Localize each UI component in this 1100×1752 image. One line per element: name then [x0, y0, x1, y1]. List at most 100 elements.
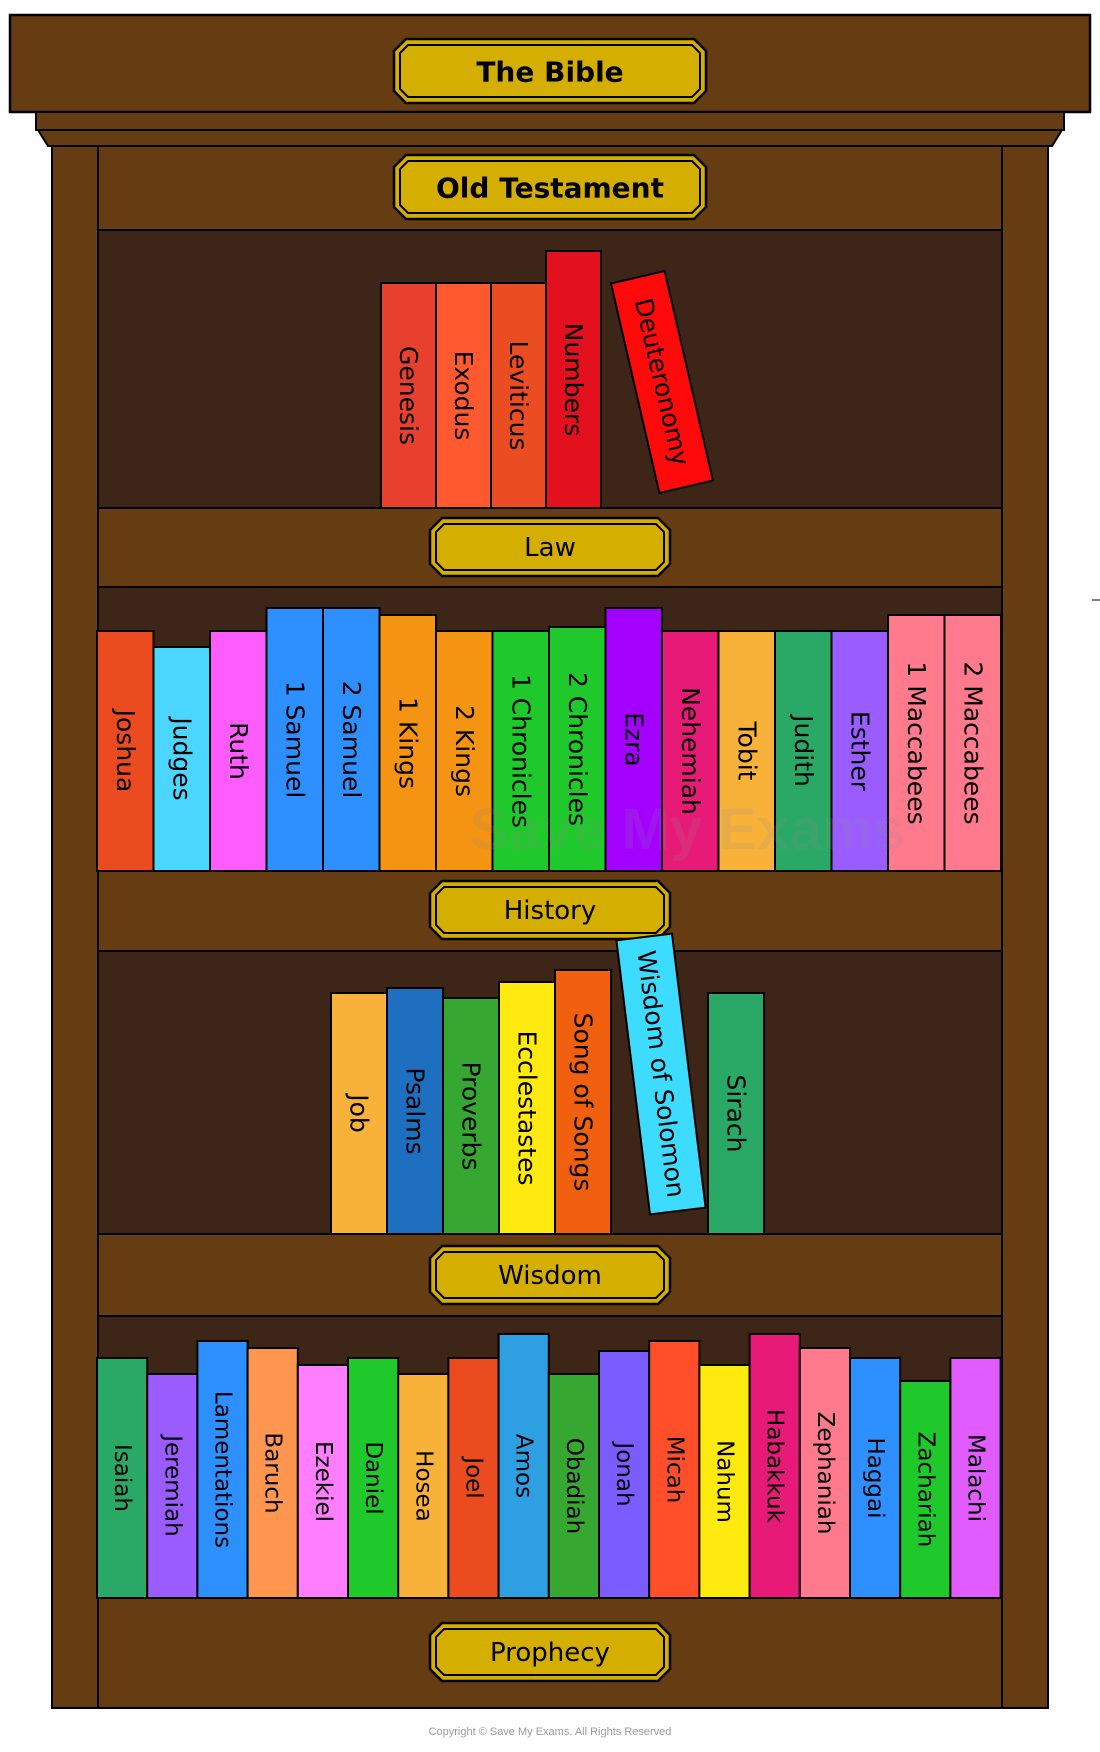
book-spine — [435, 282, 492, 509]
book-zachariah: Zachariah — [899, 1380, 952, 1599]
book-sirach: Sirach — [707, 992, 765, 1235]
book-spine — [661, 630, 720, 872]
book-spine — [830, 630, 889, 872]
book-spine — [209, 630, 268, 872]
plaque-label: Old Testament — [436, 172, 664, 205]
book-title: Ezra — [619, 712, 648, 767]
book-title: Esther — [845, 711, 874, 792]
book-title: Habakkuk — [762, 1409, 788, 1524]
book-spine — [604, 607, 663, 872]
book-title: Micah — [661, 1436, 687, 1504]
book-spine — [943, 614, 1002, 872]
book-ruth: Ruth — [209, 630, 268, 872]
book-esther: Esther — [830, 630, 889, 872]
book-title: Exodus — [449, 351, 478, 441]
book-daniel: Daniel — [347, 1357, 400, 1599]
book-title: Jonah — [611, 1440, 637, 1506]
book-title: Joel — [461, 1455, 487, 1498]
right-post — [1001, 145, 1049, 1709]
book-spine — [96, 1357, 149, 1599]
book-title: Haggai — [862, 1437, 888, 1518]
book-song-of-songs: Song of Songs — [554, 969, 612, 1235]
title-plaque: The Bible — [392, 37, 708, 105]
book-spine — [152, 646, 211, 872]
book-title: Jeremiah — [159, 1433, 185, 1537]
book-title: Malachi — [963, 1434, 989, 1522]
book-title: 1 Chronicles — [506, 674, 535, 828]
book-spine — [648, 1340, 701, 1599]
plaque-inner — [435, 1628, 665, 1676]
book-spine — [196, 1340, 249, 1599]
book-2-samuel: 2 Samuel — [322, 607, 381, 872]
book-spine — [96, 630, 155, 872]
book-title: 1 Maccabees — [902, 661, 931, 824]
book-title: 2 Chronicles — [563, 672, 592, 826]
book-joel: Joel — [447, 1357, 500, 1599]
category-plaque-history: History — [428, 879, 672, 941]
book-spine — [554, 969, 612, 1235]
book-spine — [609, 269, 715, 495]
book-spine — [246, 1347, 299, 1599]
book-spine — [498, 981, 556, 1235]
book-2-chronicles: 2 Chronicles — [548, 626, 607, 872]
book-ezekiel: Ezekiel — [296, 1364, 349, 1599]
book-title: Isaiah — [109, 1444, 135, 1512]
book-title: Song of Songs — [569, 1013, 598, 1192]
book-title: Judges — [167, 715, 196, 800]
book-title: Job — [345, 1092, 374, 1133]
book-lamentations: Lamentations — [196, 1340, 249, 1599]
book-job: Job — [330, 992, 388, 1235]
book-title: Judith — [789, 713, 818, 787]
book-spine — [717, 630, 776, 872]
book-title: 2 Maccabees — [958, 661, 987, 824]
book-spine — [386, 987, 444, 1235]
book-1-samuel: 1 Samuel — [265, 607, 324, 872]
book-exodus: Exodus — [435, 282, 492, 509]
book-2-maccabees: 2 Maccabees — [943, 614, 1002, 872]
book-title: Joshua — [111, 708, 140, 793]
book-leviticus: Leviticus — [490, 282, 547, 509]
book-title: Ecclestastes — [513, 1031, 542, 1186]
book-haggai: Haggai — [849, 1357, 902, 1599]
book-psalms: Psalms — [386, 987, 444, 1235]
book-spine — [347, 1357, 400, 1599]
plaque-inner — [399, 160, 701, 214]
book-title: Baruch — [260, 1432, 286, 1513]
book-obadiah: Obadiah — [547, 1373, 600, 1599]
book-jonah: Jonah — [598, 1350, 651, 1599]
book-1-kings: 1 Kings — [378, 614, 437, 872]
book-amos: Amos — [497, 1333, 550, 1599]
book-title: Obadiah — [561, 1438, 587, 1534]
book-malachi: Malachi — [949, 1357, 1002, 1599]
book-habakkuk: Habakkuk — [748, 1333, 801, 1599]
book-numbers: Numbers — [545, 250, 602, 509]
book-title: Genesis — [394, 346, 423, 445]
book-title: 2 Kings — [450, 705, 479, 797]
book-title: Nehemiah — [676, 687, 705, 815]
book-genesis: Genesis — [380, 282, 437, 509]
book-title: Sirach — [722, 1074, 751, 1152]
book-title: Numbers — [559, 323, 588, 436]
book-1-maccabees: 1 Maccabees — [887, 614, 946, 872]
plaque-label: Law — [524, 533, 576, 563]
book-ecclestastes: Ecclestastes — [498, 981, 556, 1235]
book-title: Zachariah — [912, 1432, 938, 1548]
book-title: Lamentations — [210, 1391, 236, 1548]
book-zephaniah: Zephaniah — [798, 1347, 851, 1599]
book-spine — [447, 1357, 500, 1599]
book-title: Leviticus — [504, 341, 533, 451]
book-title: Hosea — [410, 1450, 436, 1522]
plaque-inner — [399, 44, 701, 98]
book-title: 1 Samuel — [280, 681, 309, 799]
book-spine — [330, 992, 388, 1235]
book-judith: Judith — [774, 630, 833, 872]
book-spine — [296, 1364, 349, 1599]
book-baruch: Baruch — [246, 1347, 299, 1599]
book-spine — [707, 992, 765, 1235]
